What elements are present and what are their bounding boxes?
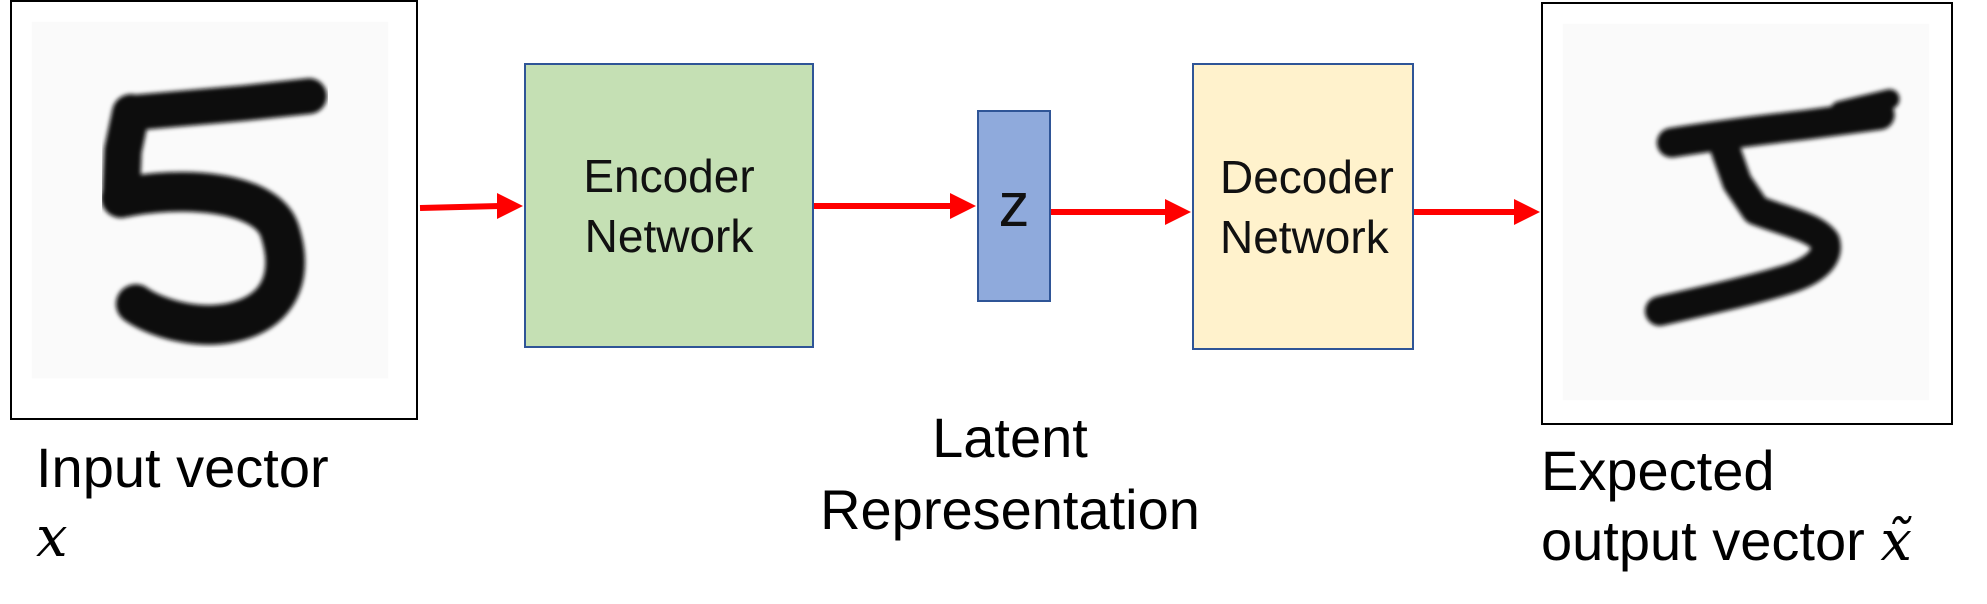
output-label-text: output vector [1541, 509, 1865, 572]
latent-caption-line1: Latent [932, 406, 1088, 469]
latent-symbol: z [998, 171, 1030, 240]
latent-z-box: z [977, 110, 1051, 302]
output-image-frame [1541, 2, 1953, 425]
output-label-line2: output vector x̃ [1541, 506, 1912, 577]
output-label-line1: Expected [1541, 439, 1775, 502]
right-arrow-icon [419, 193, 523, 219]
expected-output-label: Expected output vector x̃ [1541, 436, 1912, 577]
input-vector-symbol: x [36, 505, 68, 570]
input-vector-label: Input vector [36, 433, 329, 503]
input-label-text: Input vector [36, 436, 329, 499]
decoder-label-line1: Decoder [1220, 150, 1394, 203]
encoder-label-line2: Network [584, 209, 754, 262]
output-vector-symbol: x̃ [1880, 509, 1912, 574]
latent-caption: Latent Representation [800, 402, 1220, 546]
right-arrow-icon [1051, 199, 1191, 225]
input-digit-image [31, 21, 389, 379]
encoder-network-box: Encoder Network [524, 63, 814, 348]
latent-caption-line2: Representation [820, 478, 1200, 541]
decoder-label-line2: Network [1220, 210, 1389, 263]
right-arrow-icon [814, 193, 976, 219]
decoder-network-box: Decoder Network [1192, 63, 1414, 350]
right-arrow-icon [1414, 199, 1540, 225]
encoder-label-line1: Encoder [583, 149, 755, 202]
input-image-frame [10, 0, 418, 420]
output-digit-image [1562, 23, 1930, 401]
